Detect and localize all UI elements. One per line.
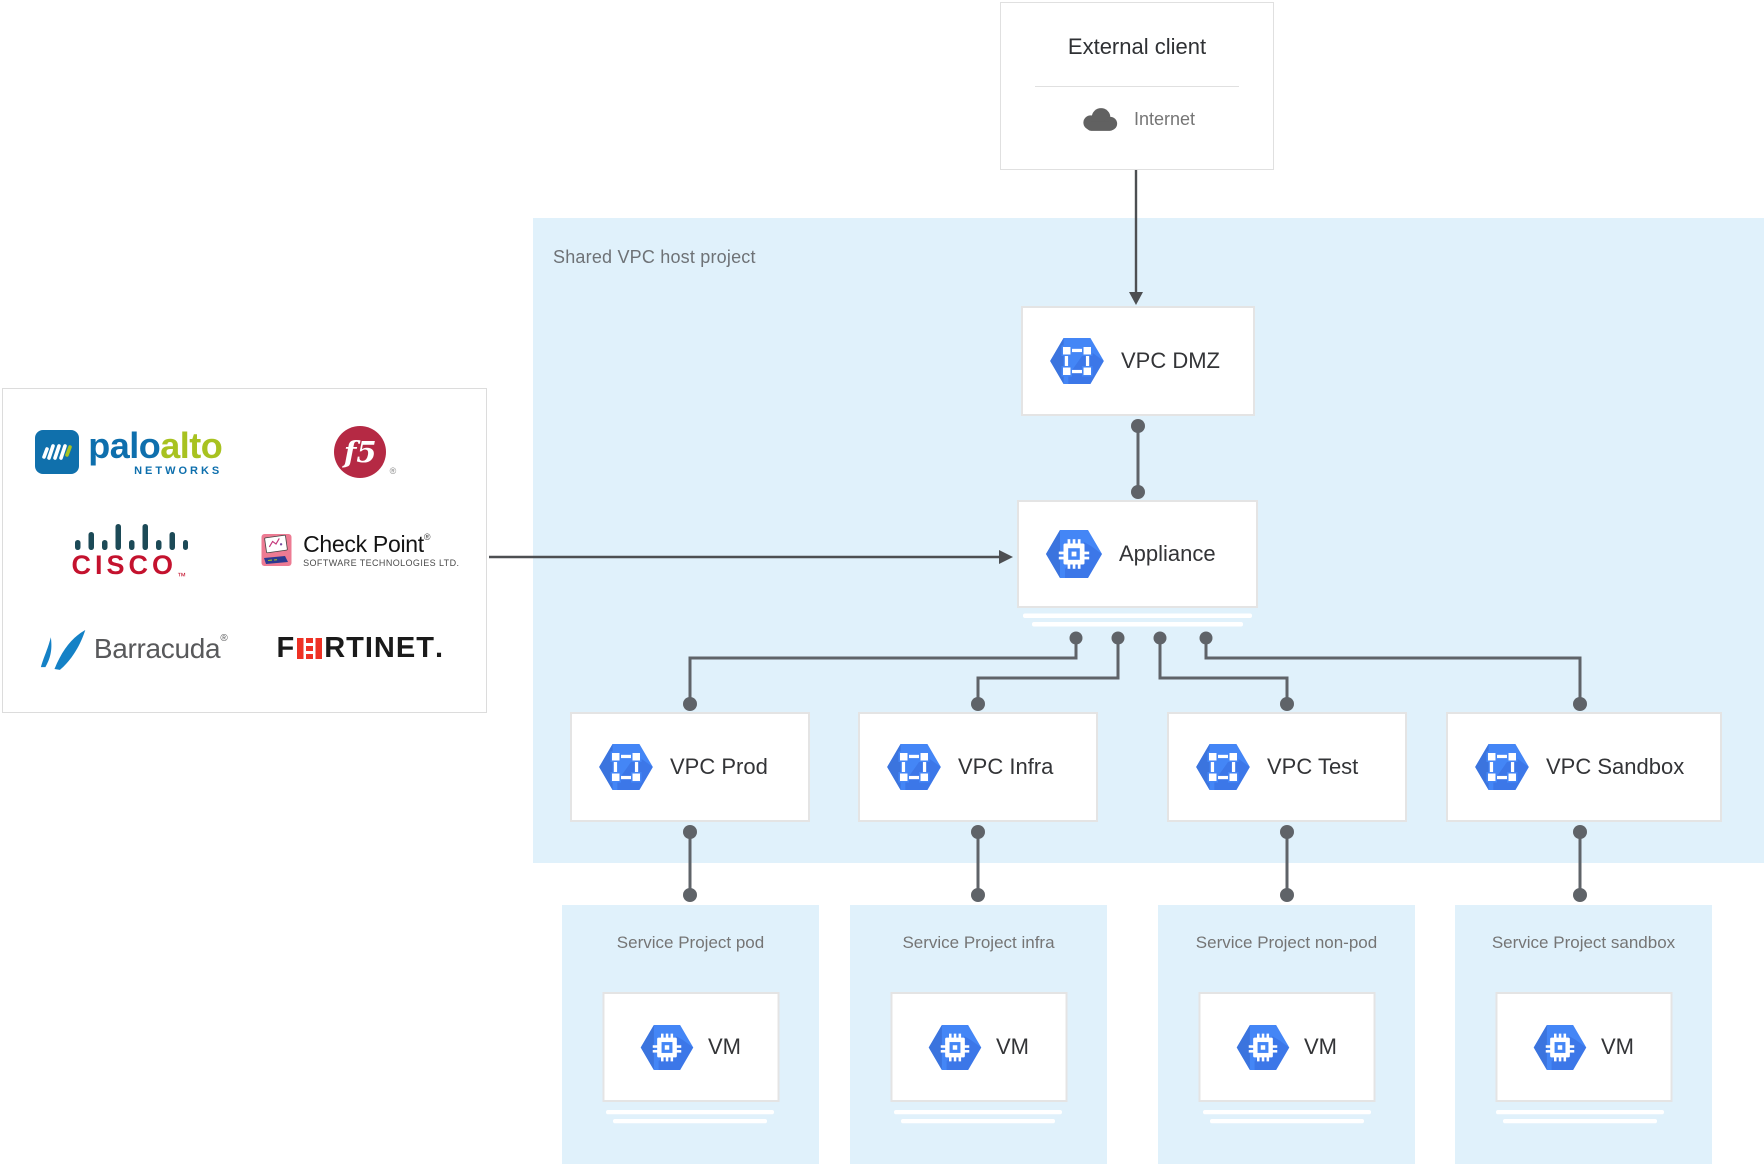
vpc-icon (1475, 744, 1529, 790)
compute-engine-icon (1046, 530, 1102, 578)
cisco-bars-icon (74, 523, 188, 550)
external-client-card: External client Internet (1000, 2, 1274, 170)
fortinet-logo: F RTINET. (277, 632, 445, 665)
divider (1035, 86, 1239, 87)
check-point-wordmark: Check Point (303, 530, 424, 557)
barracuda-registered-mark: ® (220, 632, 228, 644)
vm-node: VM (1198, 992, 1375, 1102)
vm-label: VM (708, 1034, 741, 1059)
shared-vpc-host-label: Shared VPC host project (553, 247, 756, 267)
vpc-icon (599, 744, 653, 790)
compute-engine-icon (1533, 1025, 1586, 1070)
fortinet-suffix: RTINET (324, 632, 435, 665)
node-vpc-prod: VPC Prod (570, 712, 810, 822)
service-project-sandbox: Service Project sandbox VM (1455, 905, 1712, 1164)
node-vpc-sandbox: VPC Sandbox (1446, 712, 1722, 822)
service-project-pod: Service Project pod VM (562, 905, 819, 1164)
f5-ball-icon: f5 (334, 426, 387, 479)
vendor-logos-card: paloalto NETWORKS f5 ® (2, 388, 487, 713)
vpc-icon (1050, 338, 1104, 384)
barracuda-fin-icon (40, 629, 86, 670)
vpc-icon (887, 744, 941, 790)
barracuda-wordmark: Barracuda (93, 632, 221, 664)
check-point-logo: Check Point® SOFTWARE TECHNOLOGIES LTD. (261, 532, 459, 568)
vm-node: VM (602, 992, 779, 1102)
node-vpc-dmz: VPC DMZ (1021, 306, 1255, 416)
palo-alto-word-primary: palo (88, 424, 161, 466)
fortinet-prefix: F (276, 632, 296, 665)
node-label: VPC Infra (958, 754, 1054, 779)
vm-node: VM (890, 992, 1067, 1102)
check-point-subtext: SOFTWARE TECHNOLOGIES LTD. (303, 557, 460, 568)
palo-alto-word-secondary: alto (160, 424, 223, 466)
compute-engine-icon (640, 1025, 693, 1070)
vm-label: VM (1601, 1034, 1634, 1059)
external-client-title: External client (1067, 34, 1207, 59)
service-project-pod-label: Service Project pod (616, 933, 765, 952)
node-label: Appliance (1119, 541, 1216, 566)
f5-logo: f5 ® (334, 426, 396, 479)
cisco-trademark: ™ (177, 570, 186, 581)
barracuda-logo: Barracuda® (30, 624, 228, 674)
f5-registered-mark: ® (389, 466, 397, 477)
service-project-infra-label: Service Project infra (902, 933, 1055, 952)
compute-engine-icon (1236, 1025, 1289, 1070)
vpc-icon (1196, 744, 1250, 790)
cisco-logo: CISCO™ (70, 520, 188, 581)
service-project-sandbox-label: Service Project sandbox (1491, 933, 1676, 952)
fortinet-period: . (434, 632, 444, 665)
service-project-infra: Service Project infra VM (850, 905, 1107, 1164)
palo-alto-icon (35, 430, 80, 475)
check-point-registered-mark: ® (423, 531, 431, 542)
fortinet-gate-icon (297, 638, 323, 660)
node-label: VPC DMZ (1121, 348, 1220, 373)
node-label: VPC Sandbox (1546, 754, 1685, 779)
cisco-wordmark: CISCO (71, 549, 177, 580)
node-appliance: Appliance (1017, 500, 1258, 608)
compute-engine-icon (928, 1025, 981, 1070)
node-label: VPC Test (1267, 754, 1359, 779)
service-project-non-pod: Service Project non-pod VM (1158, 905, 1415, 1164)
node-vpc-infra: VPC Infra (858, 712, 1098, 822)
service-project-non-pod-label: Service Project non-pod (1195, 933, 1378, 952)
internet-label: Internet (1133, 109, 1196, 129)
vm-label: VM (996, 1034, 1029, 1059)
palo-alto-subtext: NETWORKS (134, 464, 223, 477)
check-point-icon (261, 534, 292, 567)
palo-alto-logo: paloalto NETWORKS (35, 424, 223, 477)
node-label: VPC Prod (670, 754, 768, 779)
internet-cloud-icon (1079, 106, 1121, 133)
vm-node: VM (1495, 992, 1672, 1102)
vm-label: VM (1304, 1034, 1337, 1059)
node-vpc-test: VPC Test (1167, 712, 1407, 822)
